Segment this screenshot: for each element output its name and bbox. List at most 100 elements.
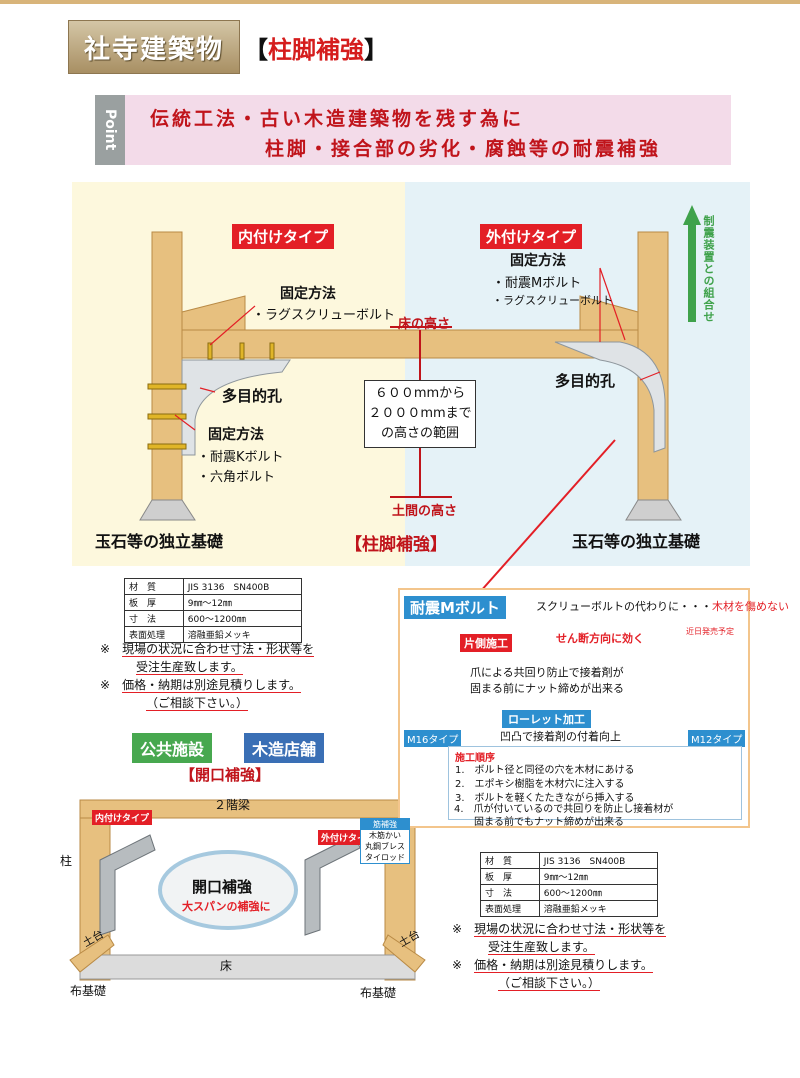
spec-value: 600～1200㎜ [538, 884, 659, 901]
knurl-desc: 凹凸で接着剤の付着向上 [500, 730, 621, 743]
note-text: 受注生産致します。 [136, 660, 243, 675]
floor-height-label: 床の高さ [398, 317, 451, 332]
procedure-step: 3. ボルトを軽くたたきながら挿入する [455, 793, 635, 804]
range-line-1: ６００mmから [374, 386, 466, 401]
vertical-note: 制震装置との組合せ [702, 215, 715, 323]
inner-type-sub: 内付けタイプ [92, 810, 153, 825]
note-mark: ※ [100, 642, 111, 656]
spec-key: 材 質 [480, 852, 540, 869]
procedure-step-4: 4. 爪が付いているので共回りを防止し接着材が 固まる前でもナット締めが出来る [454, 803, 673, 829]
public-facility-label: 公共施設 [132, 733, 213, 763]
note-text: 価格・納期は別途見積りします。 [474, 958, 653, 973]
fix-method-label-right: 固定方法 [510, 253, 566, 269]
note-text: 現場の状況に合わせ寸法・形状等を [474, 922, 667, 937]
beam-label: ２階梁 [214, 798, 251, 812]
combo-title: 筋補強 [361, 819, 409, 830]
inner-bracket [181, 359, 291, 456]
table-row: 表面処理溶融亜鉛メッキ [124, 626, 303, 643]
procedure-step: 4. 爪が付いているので共回りを防止し接着材が [454, 804, 674, 815]
outer-type-tag: 外付けタイプ [480, 224, 583, 249]
spec-value: 溶融亜鉛メッキ [182, 626, 303, 643]
note-mark: ※ [452, 922, 463, 936]
foundation-right-sub: 布基礎 [360, 986, 397, 1000]
floor-label: 床 [220, 959, 233, 973]
left-column [151, 231, 183, 501]
k-bolt-label: ・耐震Kボルト [197, 450, 284, 465]
note-text: 現場の状況に合わせ寸法・形状等を [122, 642, 315, 657]
spec-key: 寸 法 [480, 884, 540, 901]
procedure-step: 1. ボルト径と同径の穴を木材にあける [455, 765, 635, 776]
category-badge: 社寺建築物 [68, 20, 240, 74]
m12-label: M12タイプ [688, 730, 746, 747]
range-line-3: の高さの範囲 [380, 426, 459, 441]
shear-label: せん断方向に効く [556, 632, 644, 645]
note-text: （ご相談下さい。） [146, 696, 249, 711]
center-label-2: 大スパンの補強に [182, 900, 271, 913]
inner-type-tag: 内付けタイプ [232, 224, 335, 249]
spec-key: 表面処理 [124, 626, 184, 643]
procedure-box: 施工順序 1. ボルト径と同径の穴を木材にあける 2. エポキシ樹脂を木材穴に注… [448, 746, 742, 820]
notes-1: ※ 現場の状況に合わせ寸法・形状等を 受注生産致します。 ※ 価格・納期は別途見… [100, 640, 315, 712]
note-text: 価格・納期は別途見積りします。 [122, 678, 301, 693]
spec-value: JIS 3136 SN400B [182, 578, 303, 595]
column-label: 柱 [60, 854, 73, 868]
table-row: 表面処理溶融亜鉛メッキ [480, 900, 659, 917]
fix-method-label: 固定方法 [280, 286, 336, 302]
m16-label: M16タイプ [404, 730, 462, 747]
knurl-tag: ローレット加工 [502, 710, 591, 728]
multi-hole-label-right: 多目的孔 [555, 372, 616, 390]
top-rule [0, 0, 800, 4]
spec-value: JIS 3136 SN400B [538, 852, 659, 869]
hex-bolt-label: ・六角ボルト [197, 470, 276, 485]
combo-item: タイロッド [365, 853, 405, 862]
center-title: 【柱脚補強】 [345, 535, 447, 555]
note-mark: ※ [100, 678, 111, 692]
point-label: Point [95, 95, 125, 165]
spec-key: 材 質 [124, 578, 184, 595]
foundation-left-label: 玉石等の独立基礎 [95, 532, 224, 551]
spec-value: 溶融亜鉛メッキ [538, 900, 659, 917]
coming-soon-label: 近日発売予定 [686, 627, 734, 636]
fix-method-label-2: 固定方法 [208, 427, 264, 443]
foundation-right-label: 玉石等の独立基礎 [572, 532, 701, 551]
m-bolt-desc-1: 爪による共回り防止で接着剤が [470, 666, 624, 679]
center-label-1: 開口補強 [192, 878, 253, 896]
page-title: 【柱脚補強】 [244, 36, 388, 64]
procedure-step: 固まる前でもナット締めが出来る [454, 817, 624, 828]
spec-key: 板 厚 [480, 868, 540, 885]
soil-height-label: 土間の高さ [392, 504, 458, 519]
lag-screw-label: ・ラグスクリューボルト [252, 308, 396, 323]
wooden-store-label: 木造店舗 [244, 733, 325, 763]
procedure-title: 施工順序 [455, 753, 495, 764]
foundation-left-sub: 布基礎 [70, 984, 107, 998]
green-arrow [683, 205, 701, 322]
point-banner [95, 95, 731, 165]
note-text: （ご相談下さい。） [498, 976, 601, 991]
lag-screw-label-right: ・ラグスクリューボルト [492, 294, 613, 307]
height-range-box: ６００mmから ２０００mmまで の高さの範囲 [364, 380, 476, 448]
point-line-2: 柱脚・接合部の劣化・腐蝕等の耐震補強 [265, 138, 662, 160]
one-side-tag: 片側施工 [460, 634, 512, 652]
outer-bracket [554, 341, 666, 453]
note-mark: ※ [452, 958, 463, 972]
combo-item: 木筋かい [369, 831, 401, 840]
m-bolt-desc-2: 固まる前にナット締めが出来る [470, 682, 624, 695]
combo-item: 丸鋼ブレス [365, 842, 405, 851]
point-line-1: 伝統工法・古い木造建築物を残す為に [150, 108, 525, 130]
m-bolt-subtitle: スクリューボルトの代わりに・・・木材を傷めない [536, 600, 789, 613]
m-bolt-title: 耐震Mボルト [404, 596, 506, 619]
spec-value: 9㎜～12㎜ [182, 594, 303, 611]
range-line-2: ２０００mmまで [368, 406, 472, 421]
m-bolt-label: ・耐震Mボルト [492, 276, 582, 291]
spec-key: 表面処理 [480, 900, 540, 917]
multi-hole-label-left: 多目的孔 [222, 387, 283, 405]
spec-key: 寸 法 [124, 610, 184, 627]
